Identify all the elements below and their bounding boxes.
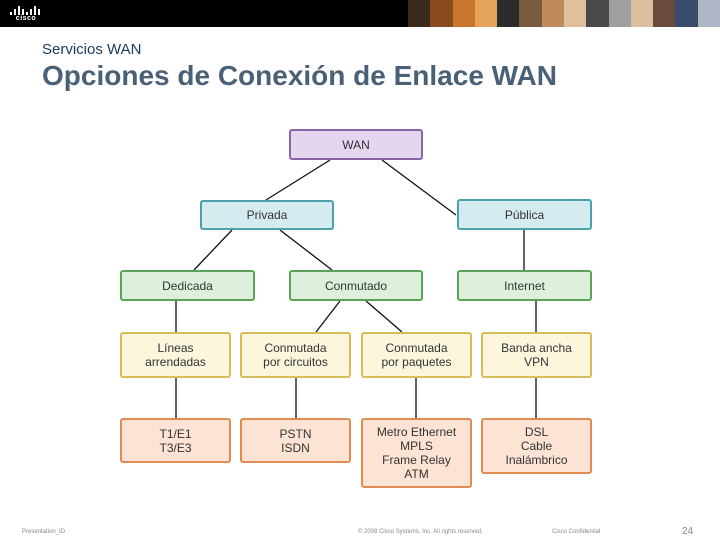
header-photo-12 (653, 0, 676, 27)
node-dedicada: Dedicada (120, 270, 255, 301)
connector-conmutado-circuitos (315, 300, 341, 333)
node-dsl-cable: DSL Cable Inalámbrico (481, 418, 592, 474)
page-number: 24 (682, 526, 694, 537)
header-photo-7 (541, 0, 564, 27)
node-metro-ethernet: Metro Ethernet MPLS Frame Relay ATM (361, 418, 472, 488)
node-internet: Internet (457, 270, 592, 301)
header-photo-14 (697, 0, 720, 27)
node-wan: WAN (289, 129, 423, 160)
footer-copyright: © 2008 Cisco Systems, Inc. All rights re… (358, 529, 483, 535)
page-title: Opciones de Conexión de Enlace WAN (42, 60, 557, 91)
section-subtitle: Servicios WAN (42, 41, 142, 58)
cisco-bars-icon (10, 4, 42, 15)
footer-confidential: Cisco Confidential (552, 529, 601, 535)
node-privada: Privada (200, 200, 334, 230)
connector-privada-dedicada (193, 229, 233, 271)
header-photo-11 (630, 0, 654, 27)
node-t1e1: T1/E1 T3/E3 (120, 418, 231, 463)
header-photo-6 (519, 0, 542, 27)
header-photo-strip (408, 0, 720, 27)
connector-wan-publica (381, 159, 457, 216)
node-conmutada-paquetes: Conmutada por paquetes (361, 332, 472, 378)
header-photo-1 (408, 0, 431, 27)
header-photo-4 (474, 0, 498, 27)
header-photo-8 (563, 0, 587, 27)
footer-presentation-id: Presentation_ID (22, 529, 66, 535)
header-photo-5 (497, 0, 520, 27)
header-photo-9 (586, 0, 609, 27)
node-conmutado: Conmutado (289, 270, 423, 301)
top-banner: cisco (0, 0, 720, 27)
header-photo-10 (608, 0, 631, 27)
cisco-wordmark: cisco (15, 15, 37, 22)
header-photo-13 (675, 0, 698, 27)
node-banda-ancha-vpn: Banda ancha VPN (481, 332, 592, 378)
connector-conmutado-paquetes (365, 300, 403, 333)
header-photo-3 (452, 0, 475, 27)
connector-wan-privada (265, 159, 331, 201)
node-lineas-arrendadas: Líneas arrendadas (120, 332, 231, 378)
node-pstn-isdn: PSTN ISDN (240, 418, 351, 463)
cisco-logo: cisco (8, 4, 44, 24)
node-conmutada-circuitos: Conmutada por circuitos (240, 332, 351, 378)
header-photo-2 (430, 0, 453, 27)
node-publica: Pública (457, 199, 592, 230)
connector-privada-conmutado (279, 229, 333, 271)
